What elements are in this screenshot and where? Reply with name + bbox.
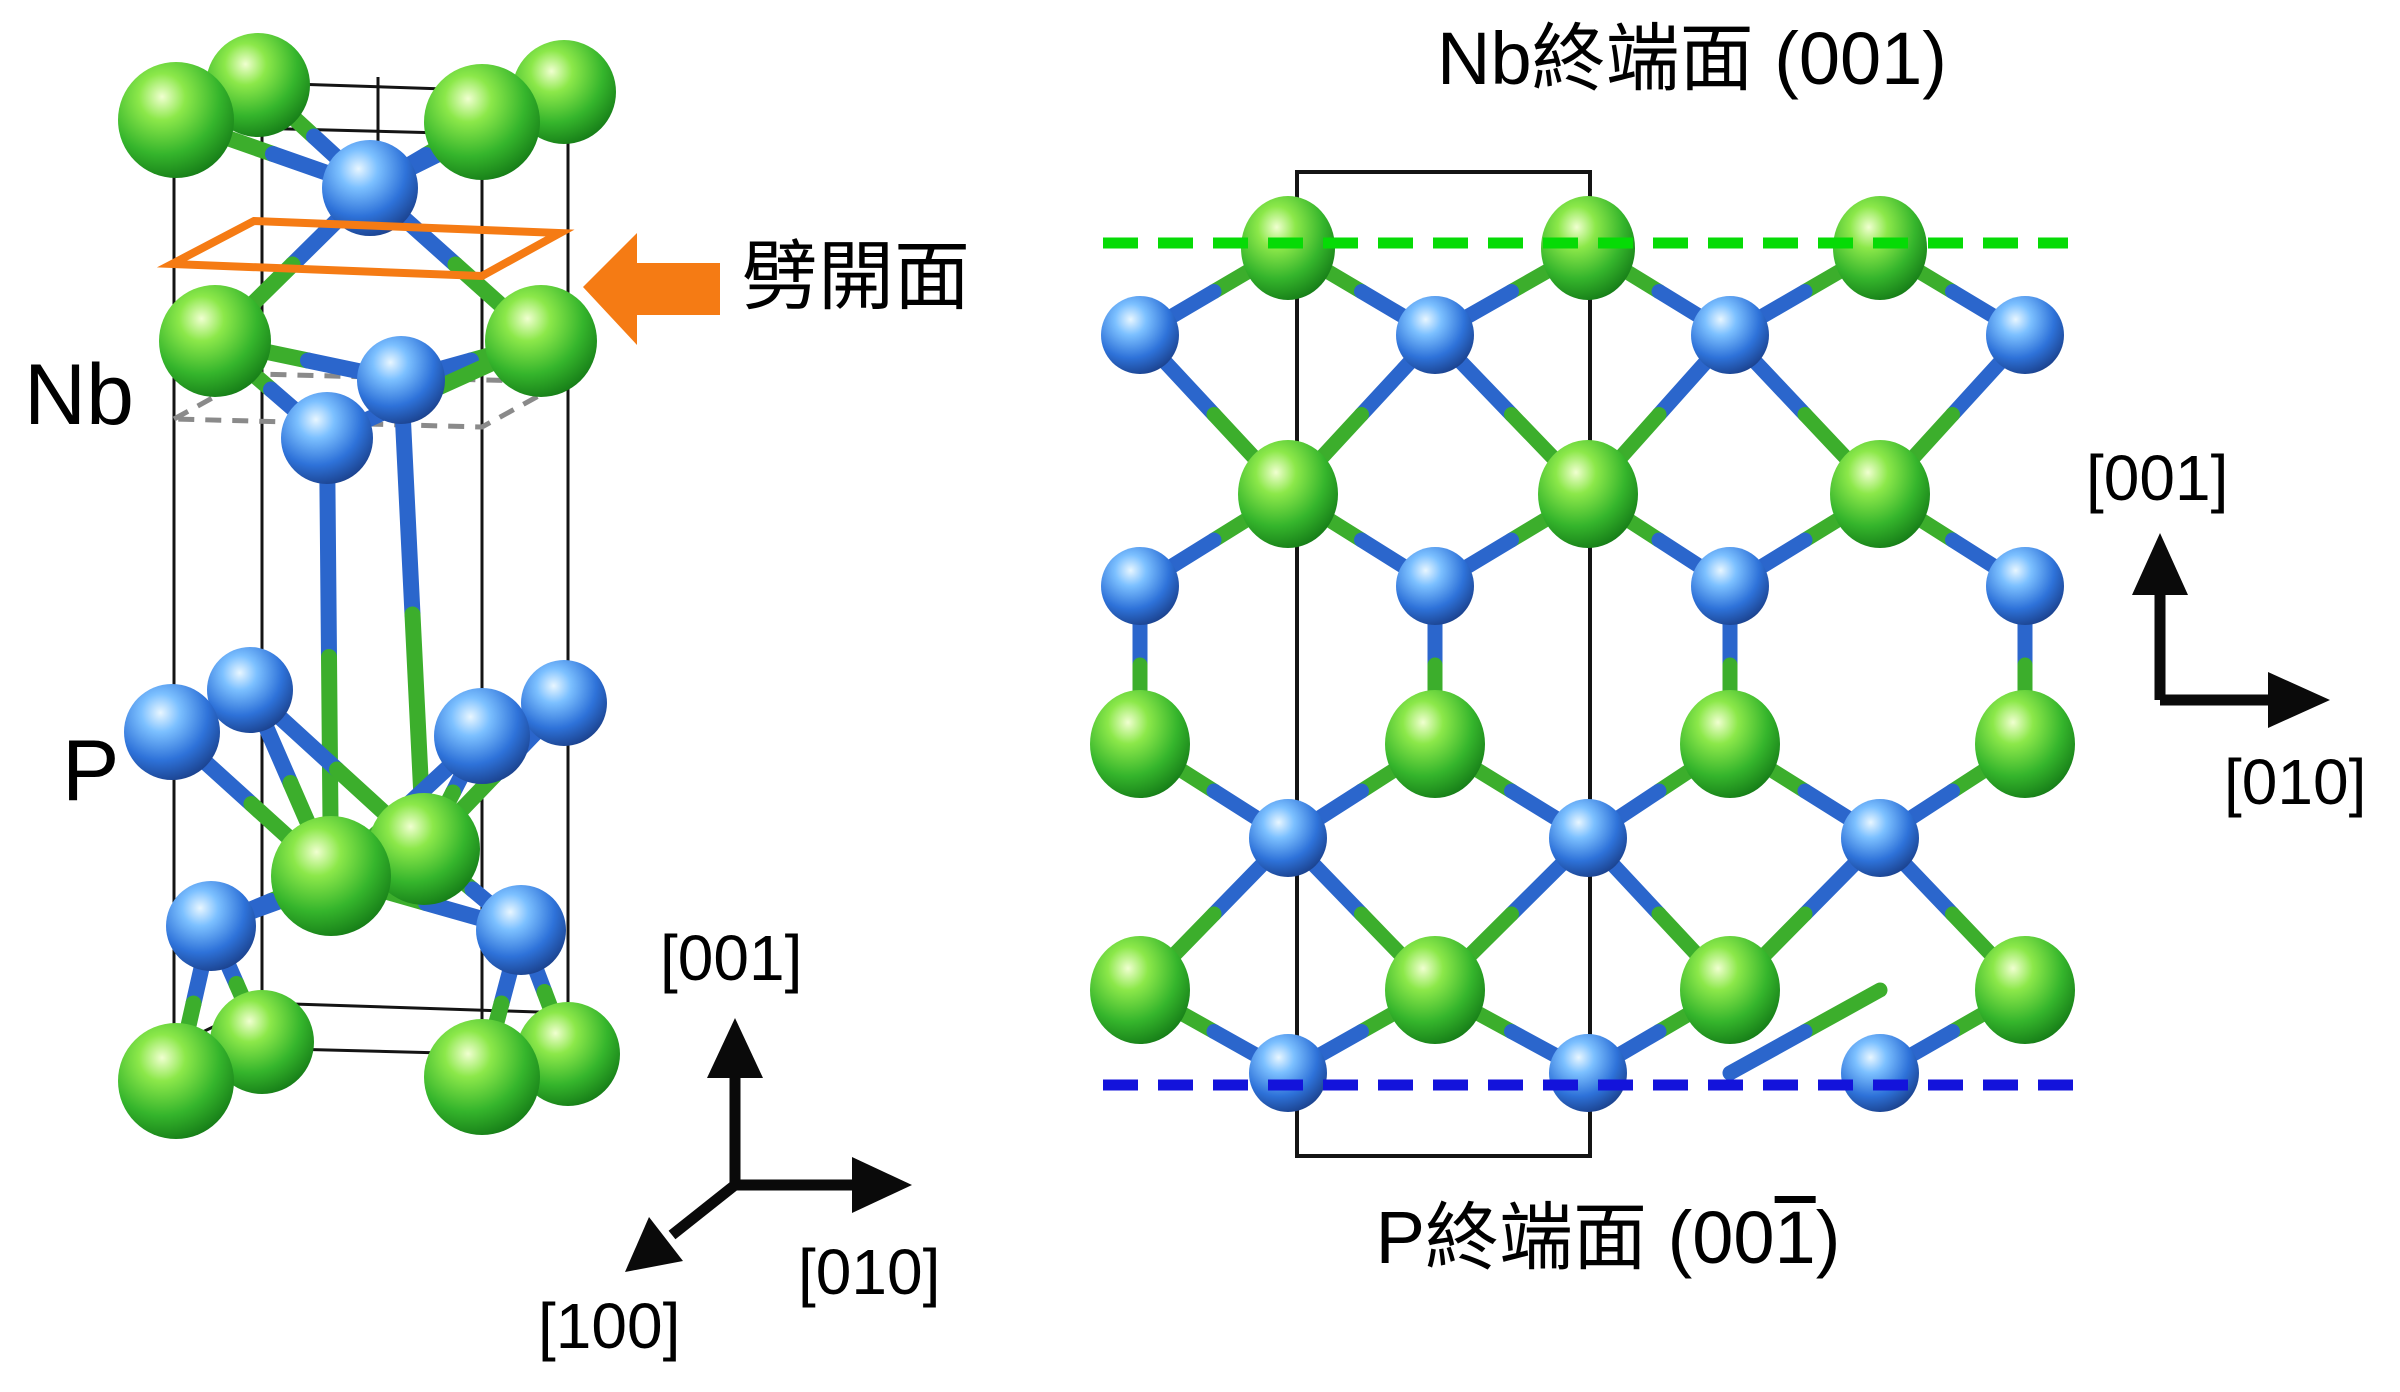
nb-atom [424,64,540,180]
nb-atom [1090,690,1190,798]
p-atom [476,885,566,975]
p-atom [521,660,607,746]
p-termination-title-overline-digit: 1 [1774,1196,1816,1279]
p-atom [322,140,418,236]
p-atom [166,881,256,971]
right-axis-001-label: [001] [2086,442,2229,514]
axis-arrowhead [625,1217,683,1272]
left-axis-010-label: [010] [798,1236,941,1308]
nb-atom [485,285,597,397]
nb-atom [118,1023,234,1139]
p-atom [1249,799,1327,877]
p-atom [1691,296,1769,374]
unit-cell-edge [261,1001,569,1015]
nb-atom [210,990,314,1094]
axis-arrow-line [668,1180,739,1240]
p-atom [1396,296,1474,374]
p-atom [1986,547,2064,625]
p-atom [1841,1034,1919,1112]
right-axis-010-label: [010] [2224,746,2367,818]
nb-termination-title: Nb終端面 (001) [1437,17,1947,100]
nb-atom [271,816,391,936]
p-termination-title: P終端面 (001) [1376,1196,1840,1279]
nb-atom [1975,936,2075,1044]
nb-atom [1541,196,1635,300]
nb-atom [424,1019,540,1135]
p-atom [1841,799,1919,877]
p-atom [1101,296,1179,374]
p-atom [124,684,220,780]
cleavage-arrow [583,233,720,345]
p-species-label: P [62,723,120,819]
cleavage-plane-outline [156,216,575,281]
nb-atom [1680,690,1780,798]
axis-arrowhead [2132,533,2188,595]
nb-atom [1385,936,1485,1044]
nb-atom [1385,690,1485,798]
axis-arrowhead [707,1018,763,1078]
p-atom [1549,1034,1627,1112]
p-atom [434,688,530,784]
nb-atom [1238,440,1338,548]
p-atom [1691,547,1769,625]
nb-atom [1680,936,1780,1044]
p-atom [1249,1034,1327,1112]
p-atom [1101,547,1179,625]
p-atom [1986,296,2064,374]
nb-atom [118,62,234,178]
nb-atom [1975,690,2075,798]
unit-cell-outline [1295,170,1592,1158]
p-termination-title-suffix: ) [1815,1196,1841,1279]
p-atom [1396,547,1474,625]
nb-atom [159,285,271,397]
p-atom [1549,799,1627,877]
axis-arrowhead [2268,672,2330,728]
p-termination-title-prefix: P終端面 (00 [1375,1196,1775,1279]
nb-atom [1538,440,1638,548]
left-axis-001-label: [001] [660,922,803,994]
p-atom [357,336,445,424]
cleavage-plane-label: 劈開面 [742,235,970,320]
nb-atom [1090,936,1190,1044]
left-axis-100-label: [100] [538,1290,681,1362]
p-atom [281,392,373,484]
nb-atom [1830,440,1930,548]
bond [1722,1024,1813,1081]
nb-species-label: Nb [24,347,134,443]
bond [1797,982,1888,1039]
nb-atom [368,793,480,905]
p-atom [207,647,293,733]
nb-atom [516,1002,620,1106]
axis-arrowhead [852,1157,912,1213]
